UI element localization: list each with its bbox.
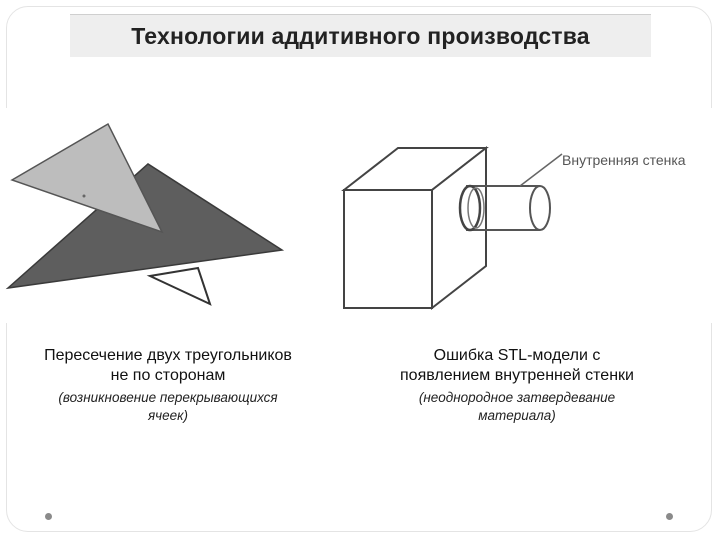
cylinder-body — [466, 185, 540, 231]
cylinder-inner-wall-2 — [467, 187, 485, 229]
caption-right-sub-1: (неоднородное затвердевание — [418, 390, 616, 405]
title-bar: Технологии аддитивного производства — [70, 14, 651, 57]
intersection-point — [82, 194, 86, 198]
caption-left: Пересечение двух треугольников не по сто… — [18, 346, 318, 425]
intersecting-triangles-figure — [5, 122, 285, 306]
caption-right-main-1: Ошибка STL-модели с — [433, 347, 601, 364]
cylinder-inner-wall — [458, 184, 482, 232]
corner-dot-left — [45, 513, 52, 520]
inner-wall-label: Внутренняя стенка — [562, 152, 686, 168]
box-with-inner-wall-figure — [341, 145, 563, 311]
box-front-face — [343, 189, 433, 309]
caption-right: Ошибка STL-модели с появлением внутренне… — [372, 346, 662, 425]
light-triangle — [10, 122, 164, 234]
figure-area: Внутренняя стенка — [0, 108, 720, 323]
caption-right-main-2: появлением внутренней стенки — [400, 367, 634, 384]
caption-left-main-1: Пересечение двух треугольников — [44, 347, 292, 364]
caption-left-sub-1: (возникновение перекрывающихся — [58, 390, 278, 405]
figures-svg — [5, 122, 563, 311]
caption-left-main-2: не по сторонам — [110, 367, 226, 384]
caption-right-sub-2: материала) — [478, 408, 556, 423]
annotation-leader-line — [519, 153, 563, 187]
caption-left-sub-2: ячеек) — [147, 408, 189, 423]
cylinder-end-right — [529, 185, 551, 231]
dark-triangle-tail — [146, 266, 212, 306]
corner-dot-right — [666, 513, 673, 520]
slide-title: Технологии аддитивного производства — [131, 22, 590, 49]
